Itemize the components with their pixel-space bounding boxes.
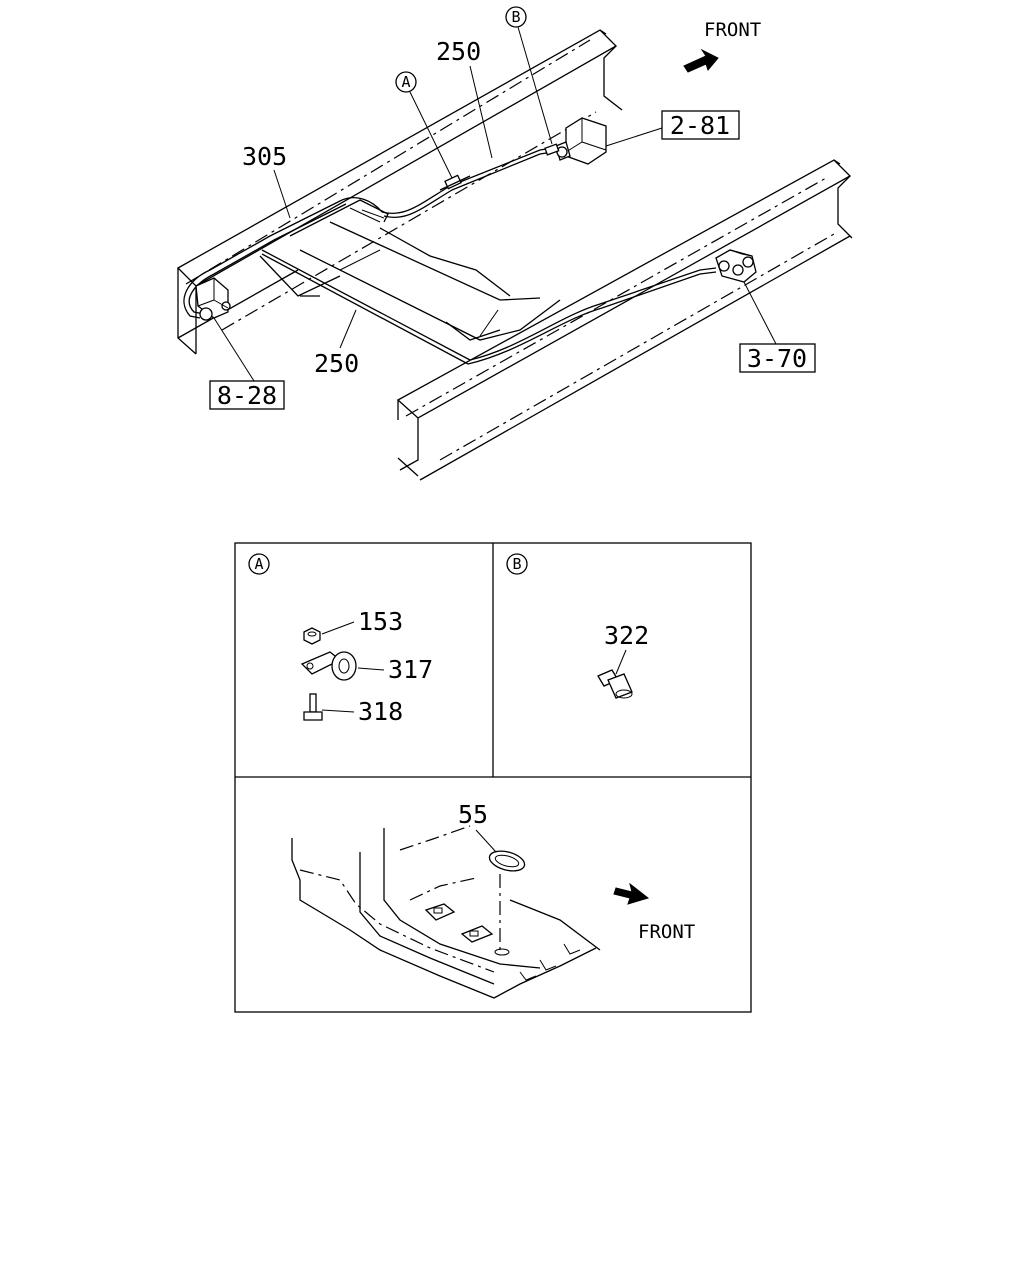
assembly-3-70 bbox=[715, 249, 757, 283]
leader-250-lower bbox=[339, 309, 357, 349]
label-322: 322 bbox=[604, 621, 649, 650]
detail-b: B 322 bbox=[506, 553, 649, 699]
label-317: 317 bbox=[388, 655, 433, 684]
plug-55 bbox=[488, 850, 526, 872]
clamp-317 bbox=[300, 651, 357, 681]
connector-b bbox=[544, 143, 560, 156]
leader-250-upper bbox=[469, 65, 493, 159]
front-arrow-icon bbox=[683, 48, 719, 73]
callout-a: A bbox=[395, 71, 453, 179]
callout-b-letter: B bbox=[511, 8, 520, 26]
detail-a: A 153 317 318 bbox=[248, 553, 433, 726]
label-305: 305 bbox=[242, 142, 287, 171]
floor-panel bbox=[291, 825, 601, 999]
detail-a-marker: A bbox=[254, 555, 263, 573]
ref-8-28-text: 8-28 bbox=[217, 381, 277, 410]
ref-box-3-70[interactable]: 3-70 bbox=[739, 343, 816, 373]
detail-panels bbox=[234, 542, 752, 1013]
ref-2-81-text: 2-81 bbox=[670, 111, 730, 140]
right-frame-rail bbox=[396, 159, 853, 481]
leader-317 bbox=[357, 667, 385, 671]
front-arrow-icon-detail bbox=[613, 882, 650, 905]
leader-55 bbox=[475, 829, 497, 853]
nut-153 bbox=[303, 627, 321, 645]
leader-2-81 bbox=[605, 127, 663, 147]
plug-55-hole bbox=[494, 948, 510, 956]
leader-318 bbox=[321, 709, 355, 713]
front-label-detail: FRONT bbox=[638, 921, 695, 943]
leader-8-28 bbox=[213, 317, 255, 382]
cross-member bbox=[259, 199, 561, 341]
front-label: FRONT bbox=[704, 19, 761, 41]
leader-3-70 bbox=[743, 281, 777, 345]
label-153: 153 bbox=[358, 607, 403, 636]
ref-3-70-text: 3-70 bbox=[747, 344, 807, 373]
clamp-a bbox=[439, 174, 471, 191]
callout-a-letter: A bbox=[401, 73, 410, 91]
left-frame-rail bbox=[176, 29, 623, 355]
label-318: 318 bbox=[358, 697, 403, 726]
ref-box-2-81[interactable]: 2-81 bbox=[661, 110, 740, 140]
main-view: FRONT B A 250 305 250 2-81 bbox=[176, 6, 853, 481]
ref-box-8-28[interactable]: 8-28 bbox=[209, 380, 285, 410]
cable-250-lower bbox=[261, 249, 717, 365]
floor-pads bbox=[424, 903, 494, 943]
module-2-81 bbox=[555, 117, 607, 165]
detail-c: 55 FRONT bbox=[291, 800, 695, 999]
callout-b: B bbox=[505, 6, 553, 145]
bolt-318 bbox=[303, 693, 323, 721]
detail-b-marker: B bbox=[512, 555, 521, 573]
leader-153 bbox=[321, 621, 355, 635]
leader-322 bbox=[615, 649, 627, 675]
leader-305 bbox=[273, 169, 291, 219]
connector-322 bbox=[597, 669, 633, 699]
assembly-8-28 bbox=[195, 277, 231, 321]
label-250-upper: 250 bbox=[436, 37, 481, 66]
label-55: 55 bbox=[458, 800, 488, 829]
label-250-lower: 250 bbox=[314, 349, 359, 378]
